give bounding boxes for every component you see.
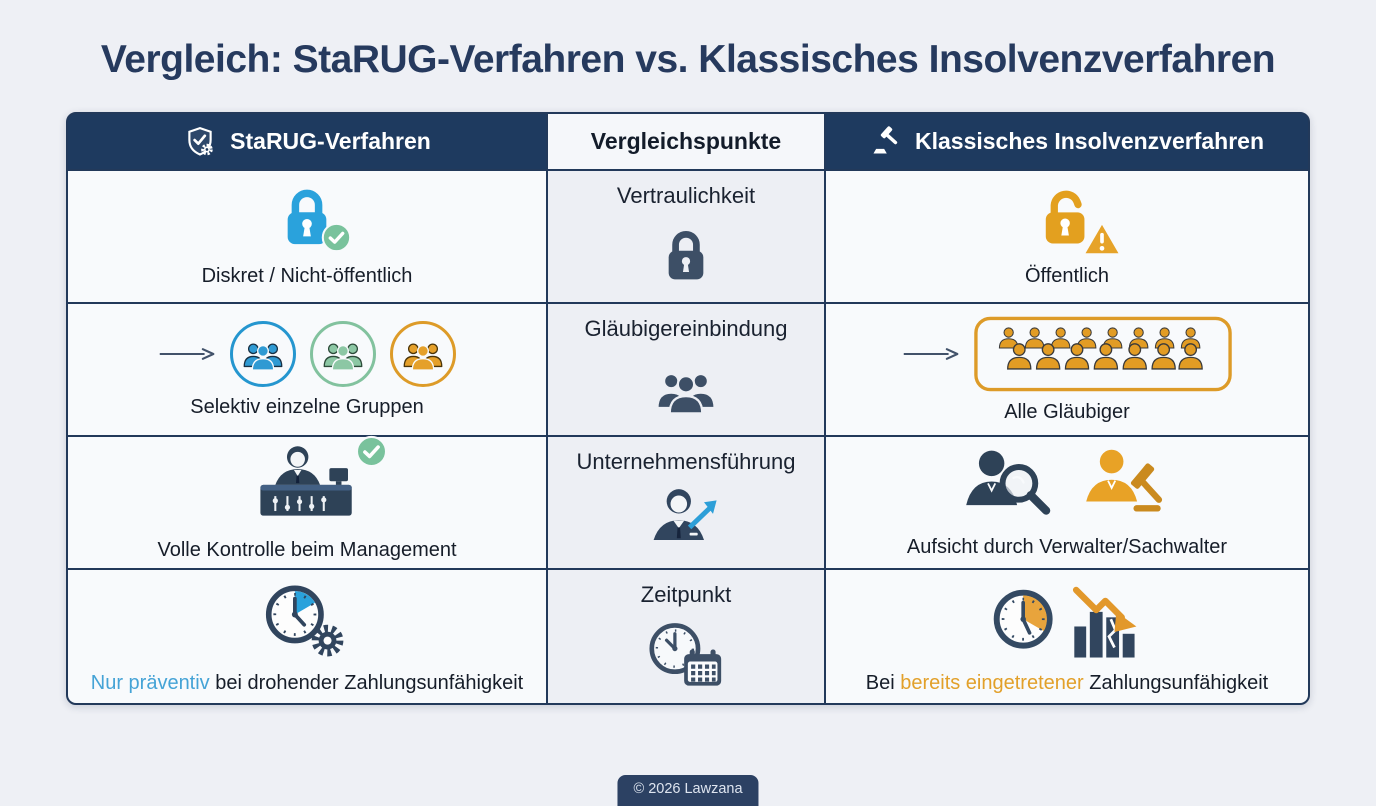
header-starug-label: StaRUG-Verfahren bbox=[230, 128, 431, 154]
creditor-group-blue-circle bbox=[230, 320, 296, 387]
highlight-text: Nur präventiv bbox=[90, 671, 210, 694]
clock-gear-icon bbox=[265, 585, 344, 656]
criterion-icon-wrap bbox=[660, 209, 712, 302]
manager-growth-arrow-icon bbox=[653, 488, 717, 540]
cell-criterion-zeitpunkt: Zeitpunkt bbox=[548, 570, 824, 703]
management-control-desk-icon bbox=[260, 446, 352, 516]
criterion-label: Unternehmensführung bbox=[576, 449, 796, 474]
check-badge-icon bbox=[355, 435, 388, 468]
lock-open-icon bbox=[1045, 190, 1085, 244]
header-starug: StaRUG-Verfahren bbox=[68, 114, 546, 169]
criterion-icon-wrap bbox=[654, 342, 718, 435]
clock-decline-chart-icon bbox=[993, 586, 1137, 658]
clock-calendar-icon bbox=[649, 622, 722, 686]
comparison-table: StaRUG-Verfahren Vergleichspunkte Klassi… bbox=[66, 112, 1310, 705]
cell-starug-kontrolle: Volle Kontrolle beim Management bbox=[68, 435, 546, 568]
lock-closed-icon bbox=[287, 189, 327, 245]
infographic-page: Vergleich: StaRUG-Verfahren vs. Klassisc… bbox=[0, 38, 1376, 806]
cell-label: Öffentlich bbox=[1024, 265, 1110, 287]
creditor-group-orange-icon bbox=[403, 343, 443, 371]
header-criteria: Vergleichspunkte bbox=[548, 114, 824, 169]
criterion-icon-wrap bbox=[642, 608, 730, 703]
criterion-label: Gläubigereinbindung bbox=[584, 316, 788, 341]
cell-starug-glaeubiger: Selektiv einzelne Gruppen bbox=[68, 304, 546, 435]
gavel-icon bbox=[873, 125, 898, 153]
arrow-right-icon bbox=[903, 347, 959, 360]
creditor-crowd-icon bbox=[974, 316, 1232, 391]
cell-label: Aufsicht durch Verwalter/Sachwalter bbox=[906, 535, 1228, 558]
warning-badge-wrap bbox=[1081, 220, 1123, 262]
cell-label: Alle Gläubiger bbox=[1004, 400, 1130, 423]
cell-criterion-glaeubiger: Gläubigereinbindung bbox=[548, 304, 824, 435]
header-insolvenz-label: Klassisches Insolvenzverfahren bbox=[915, 128, 1264, 154]
copyright-badge: © 2026 Lawzana bbox=[617, 775, 759, 806]
criterion-icon-wrap bbox=[640, 475, 732, 568]
inspector-magnifier-icon bbox=[966, 450, 1051, 515]
cell-insolvenz-zeitpunkt: Bei bereits eingetretener Zahlungsunfähi… bbox=[826, 570, 1308, 703]
cell-label: Bei bereits eingetretener Zahlungsunfähi… bbox=[866, 672, 1269, 695]
check-badge-wrap bbox=[321, 222, 352, 258]
suffix-text: Zahlungsunfähigkeit bbox=[1083, 671, 1269, 694]
cell-starug-vertraulichkeit: Diskret / Nicht-öffentlich bbox=[68, 171, 546, 302]
warning-triangle-icon bbox=[1081, 220, 1123, 256]
check-badge-wrap bbox=[355, 435, 388, 473]
cell-insolvenz-oeffentlich: Öffentlich bbox=[826, 171, 1308, 302]
cell-label: Diskret / Nicht-öffentlich bbox=[201, 265, 413, 287]
page-title: Vergleich: StaRUG-Verfahren vs. Klassisc… bbox=[100, 38, 1276, 81]
shield-check-gear-icon bbox=[188, 126, 213, 156]
lock-open-stack bbox=[1034, 185, 1123, 256]
people-group-icon bbox=[656, 372, 716, 414]
cell-label: Selektiv einzelne Gruppen bbox=[190, 395, 424, 418]
cell-label: Volle Kontrolle beim Management bbox=[157, 539, 457, 561]
criterion-label: Vertraulichkeit bbox=[616, 183, 756, 208]
header-insolvenz: Klassisches Insolvenzverfahren bbox=[826, 114, 1308, 169]
arrow-right-icon bbox=[159, 347, 215, 360]
highlight-text: bereits eingetretener bbox=[900, 671, 1084, 694]
cell-starug-zeitpunkt: Nur präventiv bei drohender Zahlungsunfä… bbox=[68, 570, 546, 703]
cell-criterion-fuehrung: Unternehmensführung bbox=[548, 437, 824, 568]
check-badge-icon bbox=[321, 222, 352, 253]
creditor-group-orange-circle bbox=[390, 320, 456, 387]
rest-text: bei drohender Zahlungsunfähigkeit bbox=[209, 671, 524, 694]
selective-groups-row bbox=[158, 320, 456, 387]
copyright-text: © 2026 Lawzana bbox=[633, 781, 743, 797]
cell-insolvenz-aufsicht: Aufsicht durch Verwalter/Sachwalter bbox=[826, 437, 1308, 568]
creditor-group-green-circle bbox=[310, 320, 376, 387]
cell-criterion-vertraulichkeit: Vertraulichkeit bbox=[548, 171, 824, 302]
administrator-gavel-icon bbox=[1086, 449, 1163, 512]
creditor-group-blue-icon bbox=[243, 343, 283, 371]
criterion-label: Zeitpunkt bbox=[640, 582, 732, 607]
supervision-icons-row bbox=[958, 447, 1176, 527]
lock-closed-stack bbox=[278, 185, 352, 256]
prefix-text: Bei bbox=[865, 671, 901, 694]
header-criteria-label: Vergleichspunkte bbox=[590, 128, 782, 154]
all-creditors-row bbox=[902, 316, 1232, 392]
cell-label: Nur präventiv bei drohender Zahlungsunfä… bbox=[91, 672, 524, 695]
cell-insolvenz-glaeubiger: Alle Gläubiger bbox=[826, 304, 1308, 435]
control-desk-stack bbox=[248, 435, 388, 530]
creditor-group-green-icon bbox=[323, 343, 363, 371]
lock-icon bbox=[668, 230, 704, 279]
